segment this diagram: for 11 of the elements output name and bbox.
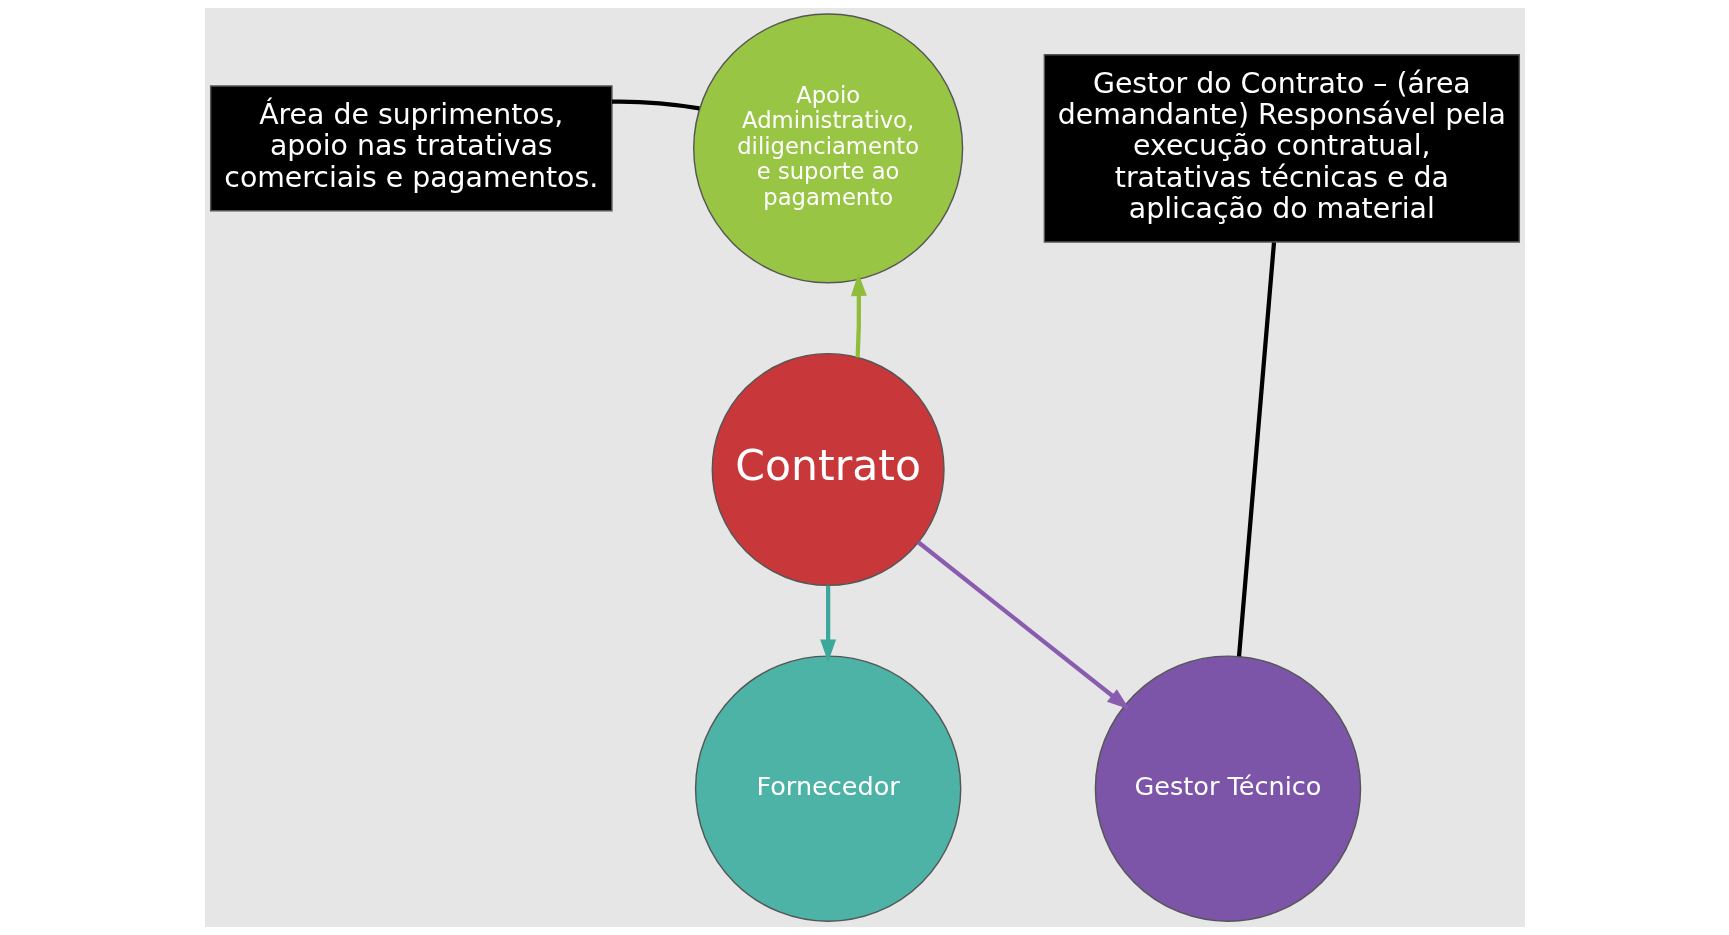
node-box: Gestor do Contrato – (área demandante) Responsável pela execução contratual, tratativas técnicas e da aplicação do material: [1043, 54, 1520, 243]
arrow: [850, 273, 867, 358]
node-circle: Apoio Administrativo, diligenciamento e suporte ao pagamento: [692, 13, 963, 284]
arrow: [916, 540, 1130, 710]
node-box: Área de suprimentos, apoio nas tratativas comerciais e pagamentos.: [209, 85, 613, 212]
node-circle: Contrato: [711, 352, 945, 587]
connector: [611, 99, 700, 111]
node-circle: Fornecedor: [694, 655, 961, 922]
node-circle: Gestor Técnico: [1094, 655, 1361, 922]
arrow: [819, 585, 836, 663]
connector: [1236, 242, 1276, 657]
